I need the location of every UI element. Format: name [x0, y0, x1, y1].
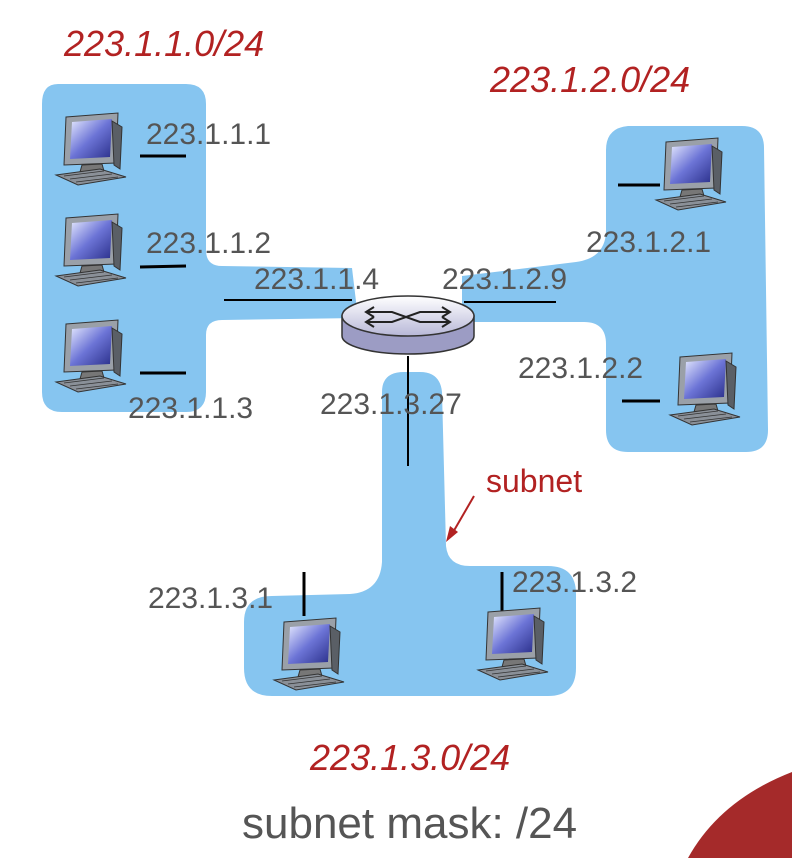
host-address-label: 223.1.1.3	[128, 392, 253, 425]
host-computer-icon	[273, 617, 345, 691]
router-interface-label: 223.1.2.9	[442, 263, 567, 296]
subnet-label: subnet	[486, 463, 582, 499]
router-interface-label: 223.1.3.27	[320, 388, 462, 421]
host-computer-icon	[55, 213, 127, 287]
subnet1-prefix-label: 223.1.1.0/24	[63, 23, 264, 64]
host-computer-icon	[655, 137, 727, 211]
host-address-label: 223.1.3.2	[512, 566, 637, 599]
router-icon	[341, 295, 475, 355]
subnet-arrow-icon	[446, 495, 475, 542]
subnet3-prefix-label: 223.1.3.0/24	[309, 737, 510, 778]
subnet2-prefix-label: 223.1.2.0/24	[489, 59, 690, 100]
host-computer-icon	[669, 352, 741, 426]
host-address-label: 223.1.1.1	[146, 118, 271, 151]
router-interface-label: 223.1.1.4	[254, 263, 379, 296]
host-computer-icon	[55, 112, 127, 186]
link-host-223-1-1-2	[139, 264, 187, 269]
host-address-label: 223.1.2.1	[586, 226, 711, 259]
host-address-label: 223.1.3.1	[148, 582, 273, 615]
subnet-region-1	[42, 84, 358, 412]
host-computer-icon	[55, 319, 127, 393]
subnet-mask-label: subnet mask: /24	[242, 799, 577, 848]
host-address-label: 223.1.2.2	[518, 352, 643, 385]
corner-decoration	[688, 772, 792, 858]
host-computer-icon	[477, 607, 549, 681]
host-address-label: 223.1.1.2	[146, 227, 271, 260]
